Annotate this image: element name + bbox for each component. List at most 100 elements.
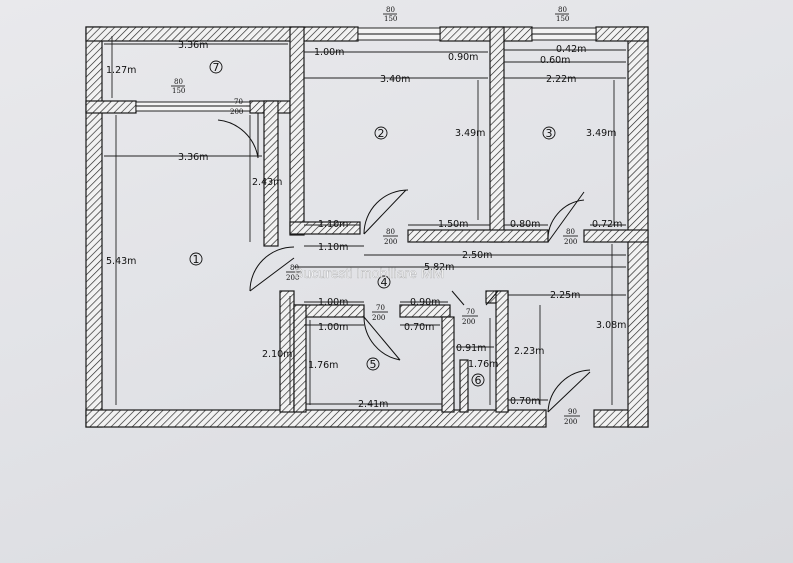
door-room5	[363, 316, 401, 361]
dim-label: 0.60m	[540, 55, 570, 66]
dim-label: 1.76m	[468, 359, 498, 370]
svg-text:7: 7	[213, 61, 220, 74]
wall-outer-left	[85, 26, 103, 428]
room-number-4: 4	[377, 275, 391, 289]
door-room1	[249, 246, 295, 292]
dim-label: 0.70m	[404, 322, 434, 333]
dim-label: 1.76m	[308, 360, 338, 371]
dim-label: 2.23m	[514, 346, 544, 357]
wall-room1-right-short	[263, 100, 279, 247]
svg-text:200: 200	[564, 418, 577, 426]
watermark: Bucuresti Imobiliare MM	[294, 265, 444, 281]
opening-label-door-room5: 70 200	[372, 304, 388, 322]
svg-text:3: 3	[546, 127, 553, 140]
wall-room5-left	[293, 304, 307, 413]
dim-label: 0.72m	[592, 219, 622, 230]
svg-text:1: 1	[193, 253, 200, 266]
dim-label: 0.42m	[556, 44, 586, 55]
dim-label: 1.50m	[438, 219, 468, 230]
dim-label: 3.49m	[586, 128, 616, 139]
wall-corridor-top-b	[407, 229, 549, 243]
room-number-2: 2	[374, 126, 388, 140]
svg-text:2: 2	[378, 127, 385, 140]
room-number-3: 3	[542, 126, 556, 140]
door-room6	[451, 290, 499, 306]
dim-label: 2.50m	[462, 250, 492, 261]
svg-text:200: 200	[564, 238, 577, 246]
opening-label-door-room3: 80 200	[563, 228, 578, 246]
dimension-labels: 3.36m 1.27m 3.36m 2.43m 5.43m 2.10m 1.00…	[106, 40, 626, 410]
svg-text:5: 5	[370, 358, 377, 371]
svg-text:150: 150	[556, 15, 569, 23]
doors	[217, 113, 591, 413]
room-number-1: 1	[189, 252, 203, 266]
wall-outer-top-left	[85, 26, 359, 42]
svg-text:200: 200	[384, 238, 397, 246]
opening-label-door-entry: 90 200	[564, 408, 580, 426]
svg-text:80: 80	[566, 228, 575, 236]
door-room3	[547, 191, 585, 243]
door-room2	[363, 189, 409, 235]
svg-text:70: 70	[234, 98, 243, 106]
svg-text:80: 80	[174, 78, 183, 86]
dim-label: 2.10m	[262, 349, 292, 360]
dim-label: 0.70m	[510, 396, 540, 407]
room-numbers: 1 2 3 4 5 6 7	[189, 60, 556, 387]
dim-label: 2.22m	[546, 74, 576, 85]
wall-corridor-bottom-b	[399, 304, 451, 318]
wall-room7-bottom	[85, 100, 137, 114]
wall-corridor-top-c	[583, 229, 649, 243]
svg-text:200: 200	[462, 318, 475, 326]
svg-text:80: 80	[386, 6, 395, 14]
dim-label: 3.36m	[178, 152, 208, 163]
dim-label: 3.40m	[380, 74, 410, 85]
dim-label: 1.00m	[318, 322, 348, 333]
dim-label: 1.00m	[314, 47, 344, 58]
svg-text:150: 150	[172, 87, 185, 95]
windows	[135, 27, 597, 112]
opening-labels: 80 150 80 150 80 150 70 200 80 200 80 20…	[171, 6, 580, 426]
wall-outer-bottom	[85, 409, 547, 428]
dim-label: 3.08m	[596, 320, 626, 331]
wall-room6-inner	[459, 359, 469, 413]
opening-label-door-room7: 70 200	[230, 98, 246, 116]
svg-text:80: 80	[558, 6, 567, 14]
dim-label: 1.10m	[318, 242, 348, 253]
wall-outer-top-right	[595, 26, 649, 42]
opening-label-door-hall: 80 200	[286, 264, 302, 282]
dimension-lines	[104, 36, 626, 405]
svg-text:200: 200	[372, 314, 385, 322]
svg-text:70: 70	[376, 304, 385, 312]
dim-label: 5.43m	[106, 256, 136, 267]
svg-text:4: 4	[381, 276, 388, 289]
svg-text:150: 150	[384, 15, 397, 23]
wall-room2-left	[289, 26, 305, 236]
dim-label: 3.36m	[178, 40, 208, 51]
svg-text:70: 70	[466, 308, 475, 316]
opening-label-door-room2: 80 200	[383, 228, 398, 246]
dim-label: 1.10m	[318, 219, 348, 230]
wall-room6-right	[495, 290, 509, 413]
dim-label: 1.27m	[106, 65, 136, 76]
door-room7	[217, 113, 259, 159]
opening-label-window-top-a: 80 150	[383, 6, 397, 23]
wall-room2-room3	[489, 26, 505, 243]
dim-label: 0.80m	[510, 219, 540, 230]
wall-room5-room6	[441, 316, 455, 413]
svg-text:80: 80	[386, 228, 395, 236]
room-number-5: 5	[366, 357, 380, 371]
dim-label: 1.00m	[318, 297, 348, 308]
room-number-7: 7	[209, 60, 223, 74]
wall-outer-top-mid	[439, 26, 533, 42]
room-number-6: 6	[471, 373, 485, 387]
dim-label: 0.90m	[448, 52, 478, 63]
svg-text:6: 6	[475, 374, 482, 387]
svg-text:90: 90	[568, 408, 577, 416]
svg-text:80: 80	[290, 264, 299, 272]
opening-label-door-room6: 70 200	[462, 308, 478, 326]
dim-label: 2.41m	[358, 399, 388, 410]
door-entry	[547, 369, 591, 413]
opening-label-window-room7: 80 150	[171, 78, 185, 95]
dim-label: 3.49m	[455, 128, 485, 139]
